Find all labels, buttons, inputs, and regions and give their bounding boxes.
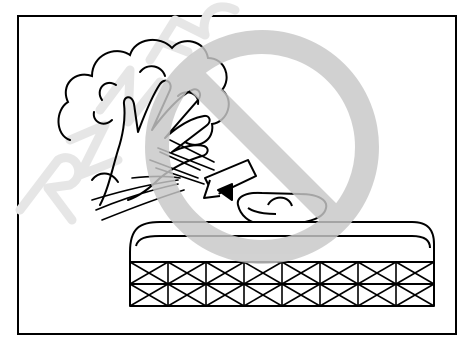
box-spring-icon: [130, 222, 434, 306]
